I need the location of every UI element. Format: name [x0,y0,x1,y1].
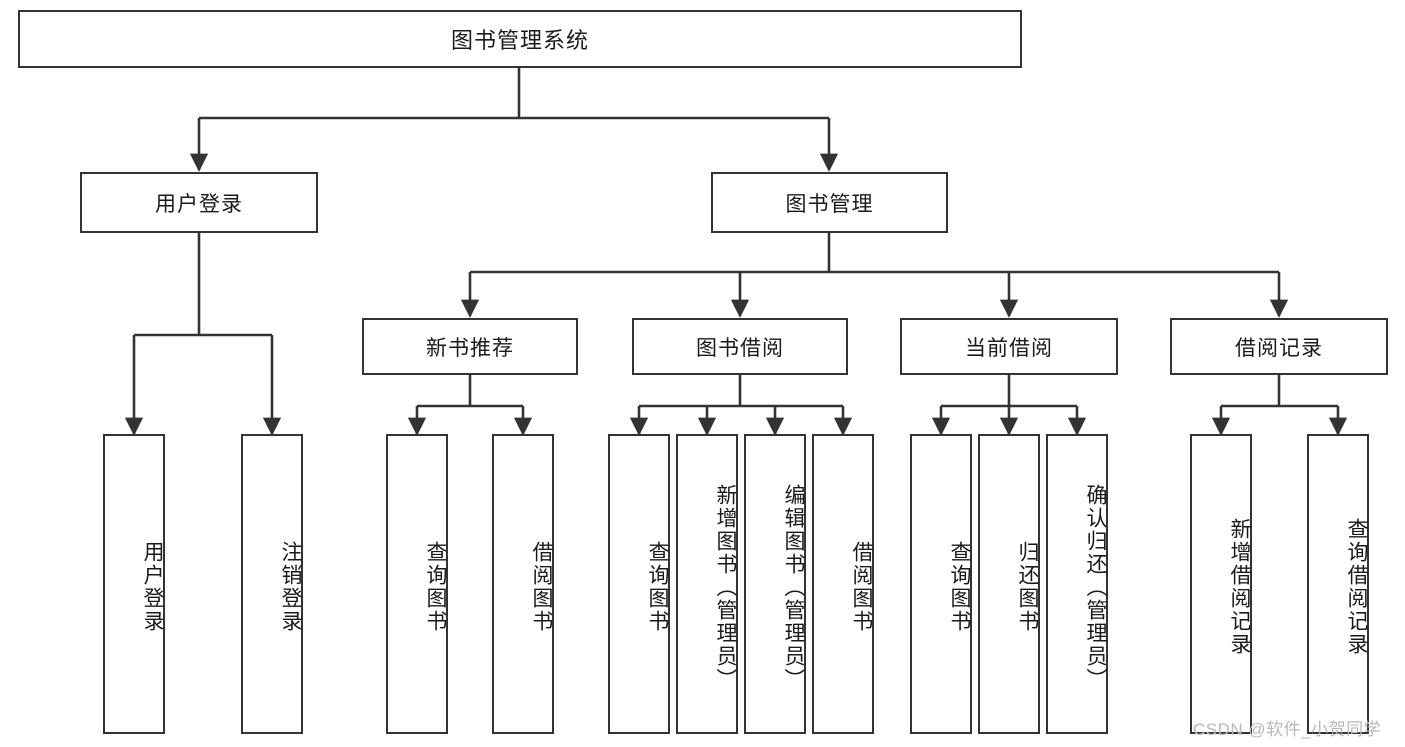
node-leaf-borrow-book-2[interactable]: 借阅图书 [812,434,874,734]
node-book-borrow-label: 图书借阅 [696,336,784,360]
node-leaf-query-record-label: 查询借阅记录 [1345,518,1368,656]
node-leaf-add-record[interactable]: 新增借阅记录 [1190,434,1252,734]
node-leaf-query-book-1[interactable]: 查询图书 [386,434,448,734]
node-book-borrow[interactable]: 图书借阅 [632,318,848,375]
node-leaf-return-book[interactable]: 归还图书 [978,434,1040,734]
node-leaf-user-login-label: 用户登录 [141,541,164,633]
node-root[interactable]: 图书管理系统 [18,10,1022,68]
node-leaf-user-login[interactable]: 用户登录 [103,434,165,734]
node-leaf-query-book-2[interactable]: 查询图书 [608,434,670,734]
node-leaf-borrow-book-1-label: 借阅图书 [530,541,553,633]
node-book-manage-label: 图书管理 [785,192,874,216]
node-leaf-edit-book[interactable]: 编辑图书（管理员） [744,434,806,734]
node-leaf-logout[interactable]: 注销登录 [241,434,303,734]
csdn-watermark: CSDN @软件_小贺同学 [1193,720,1382,739]
node-leaf-add-book-label: 新增图书（管理员） [714,483,737,691]
node-leaf-return-book-label: 归还图书 [1016,541,1039,633]
node-leaf-add-record-label: 新增借阅记录 [1228,518,1251,656]
node-leaf-query-book-3[interactable]: 查询图书 [910,434,972,734]
node-user-login-label: 用户登录 [155,192,243,216]
node-new-book-recommend[interactable]: 新书推荐 [362,318,578,375]
node-leaf-add-book[interactable]: 新增图书（管理员） [676,434,738,734]
node-leaf-confirm-return-label: 确认归还（管理员） [1084,483,1107,691]
node-leaf-query-book-3-label: 查询图书 [948,541,971,633]
node-leaf-query-book-2-label: 查询图书 [646,541,669,633]
node-root-label: 图书管理系统 [450,28,589,53]
node-leaf-borrow-book-2-label: 借阅图书 [850,541,873,633]
node-book-manage[interactable]: 图书管理 [711,172,948,233]
node-current-borrow[interactable]: 当前借阅 [900,318,1118,375]
node-new-book-recommend-label: 新书推荐 [426,336,514,360]
node-leaf-query-book-1-label: 查询图书 [424,541,447,633]
node-leaf-edit-book-label: 编辑图书（管理员） [782,483,805,691]
node-borrow-record-label: 借阅记录 [1235,336,1323,360]
node-leaf-confirm-return[interactable]: 确认归还（管理员） [1046,434,1108,734]
node-current-borrow-label: 当前借阅 [965,336,1053,360]
node-leaf-query-record[interactable]: 查询借阅记录 [1307,434,1369,734]
node-leaf-borrow-book-1[interactable]: 借阅图书 [492,434,554,734]
node-user-login[interactable]: 用户登录 [80,172,318,233]
node-borrow-record[interactable]: 借阅记录 [1170,318,1388,375]
node-leaf-logout-label: 注销登录 [279,541,302,633]
